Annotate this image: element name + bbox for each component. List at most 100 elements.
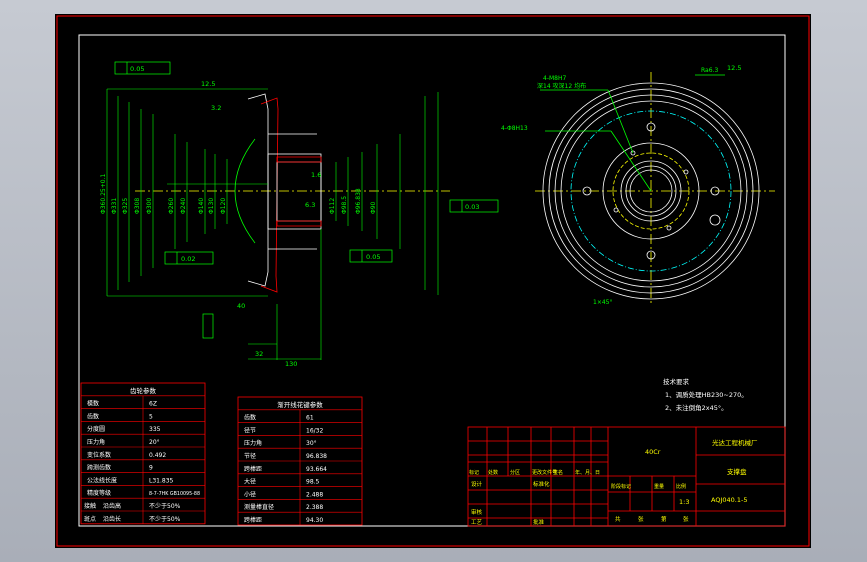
front-label-1: 4-M8H7 — [543, 75, 566, 82]
spline-cell-label: 大径 — [244, 478, 256, 486]
title-block-labels: 标记处数分区更改文件号签名年、月、日设计审核工艺标准化批准阶段标记重量比例共张第… — [469, 469, 689, 526]
leader-2 — [607, 89, 634, 154]
bolt-hole-1 — [630, 150, 636, 156]
front-label-4: 1×45° — [593, 299, 612, 306]
tb-top-label: 签名 — [553, 469, 563, 476]
tech-req-title: 技术要求 — [663, 377, 690, 386]
bore-inner — [625, 165, 677, 217]
tolerance-values: 0.05 0.02 0.05 0.03 — [130, 65, 479, 263]
feature-control-frames — [114, 61, 499, 339]
bolt-hole-3 — [666, 225, 672, 231]
tolerance-frame-1 — [114, 61, 171, 75]
diameter-label: Φ331 — [111, 198, 118, 214]
hole-pitch-circle — [570, 110, 732, 272]
tb-bottom-label: 张 — [638, 515, 644, 523]
gear-cell-label: 分度圆 — [87, 425, 105, 433]
diameter-label: Φ300 — [146, 198, 153, 214]
tolerance-value-2: 0.02 — [181, 255, 195, 263]
spline-cell-label: 小径 — [244, 490, 256, 498]
tech-req-item-2: 2、未注倒角2x45°。 — [665, 403, 728, 412]
tb-bottom-label: 第 — [661, 515, 667, 523]
roughness-value-2: 1.6 — [311, 171, 321, 179]
tolerance-frame-2 — [164, 251, 214, 265]
gear-cell-label: 公法线长度 — [87, 476, 117, 484]
spline-cell-label: 压力角 — [244, 439, 262, 447]
front-label-5: Ra6.3 — [701, 67, 718, 74]
length-label-1: 12.5 — [201, 80, 215, 88]
flange-profile — [247, 93, 269, 287]
spline-cell-value: 93.664 — [306, 466, 327, 473]
gear-cell-value: L31.835 — [149, 477, 174, 484]
tb-mid-label: 标准化 — [533, 480, 550, 488]
roughness-value-1: 3.2 — [211, 104, 221, 112]
roughness-values: 3.2 1.6 12.5 — [211, 64, 741, 179]
spline-cell-label: 节径 — [244, 452, 256, 460]
mount-hole-right — [710, 186, 720, 196]
gear-cell-value: 6Z — [149, 401, 157, 408]
diameter-label: Φ98.5 — [341, 196, 348, 214]
gear-cell-value: 0.492 — [149, 452, 166, 459]
tech-requirements: 技术要求 1、调质处理HB230~270。 2、未注倒角2x45°。 — [663, 377, 748, 412]
hub-body — [267, 153, 322, 230]
bolt-hole-2 — [683, 169, 689, 175]
gear-cell-label: 斑点 — [84, 515, 96, 523]
tech-req-item-1: 1、调质处理HB230~270。 — [665, 390, 748, 399]
tb-right-label: 重量 — [654, 483, 664, 490]
hub-circle — [602, 142, 700, 240]
gear-cell-value: 8-7-7HK GB10095-88 — [149, 491, 200, 497]
gear-cell-value: 335 — [149, 426, 161, 433]
front-label-2: 深14 攻深12 均布 — [537, 82, 586, 90]
gear-cell-label: 精度等级 — [87, 489, 111, 497]
spline-cell-value: 94.30 — [306, 517, 323, 524]
tolerance-value-3: 0.05 — [366, 253, 380, 261]
mount-hole-bottom — [646, 250, 656, 260]
gear-cell-sub: 沿齿长 — [103, 515, 121, 523]
tb-bottom-label: 张 — [683, 515, 689, 523]
tb-top-label: 年、月、日 — [575, 469, 600, 476]
tb-top-label: 处数 — [488, 469, 498, 476]
gear-cell-sub: 沿齿高 — [103, 502, 121, 510]
diameter-label: Φ360.25+0.1 — [100, 174, 107, 214]
tb-right-label: 比例 — [676, 483, 686, 490]
bolt-hole-4 — [613, 207, 619, 213]
gear-cell-label: 模数 — [87, 400, 99, 408]
drawing-number-text: AQJ040.1-5 — [711, 496, 747, 504]
mount-hole-top — [646, 122, 656, 132]
diameter-label: Φ112 — [329, 198, 336, 214]
gear-cell-label: 接触 — [84, 502, 96, 510]
bore-outer — [620, 160, 682, 222]
diameter-label: Φ308 — [134, 198, 141, 214]
diameter-label: Φ260 — [168, 198, 175, 214]
spline-cell-value: 96.838 — [306, 453, 327, 460]
inner-arc-dim — [234, 138, 256, 244]
diameter-label: Φ240 — [180, 198, 187, 214]
tb-left-label: 审核 — [471, 508, 483, 516]
extra-hole — [709, 214, 721, 226]
spline-cell-label: 径节 — [244, 426, 256, 434]
roughness-value-3: 12.5 — [727, 64, 741, 72]
diameter-label: Φ90 — [370, 201, 377, 214]
diameter-label: Φ96.838 — [355, 188, 362, 214]
hub-hatch-top — [276, 156, 322, 163]
diameter-dimension-lines — [106, 88, 439, 360]
circle-2 — [548, 88, 754, 294]
circle-3 — [554, 94, 748, 288]
section-length-labels: 12.5 32 130 40 6.3 — [201, 80, 315, 368]
gear-cell-value: 20° — [149, 439, 160, 446]
flange-section-hatch — [260, 97, 279, 293]
tb-top-label: 更改文件号 — [532, 469, 557, 476]
tb-mid-label: 批准 — [533, 518, 545, 526]
gear-cell-label: 变位系数 — [87, 451, 111, 459]
mount-hole-left — [582, 186, 592, 196]
spline-cell-value: 2.388 — [306, 504, 323, 511]
outer-border — [56, 15, 810, 547]
tolerance-frame-4 — [449, 199, 499, 213]
length-label-4: 40 — [237, 302, 245, 310]
spline-cell-value: 2.488 — [306, 491, 323, 498]
gear-cell-label: 跨测齿数 — [87, 464, 111, 472]
title-block-frame — [467, 426, 786, 527]
length-label-5: 6.3 — [305, 201, 315, 209]
